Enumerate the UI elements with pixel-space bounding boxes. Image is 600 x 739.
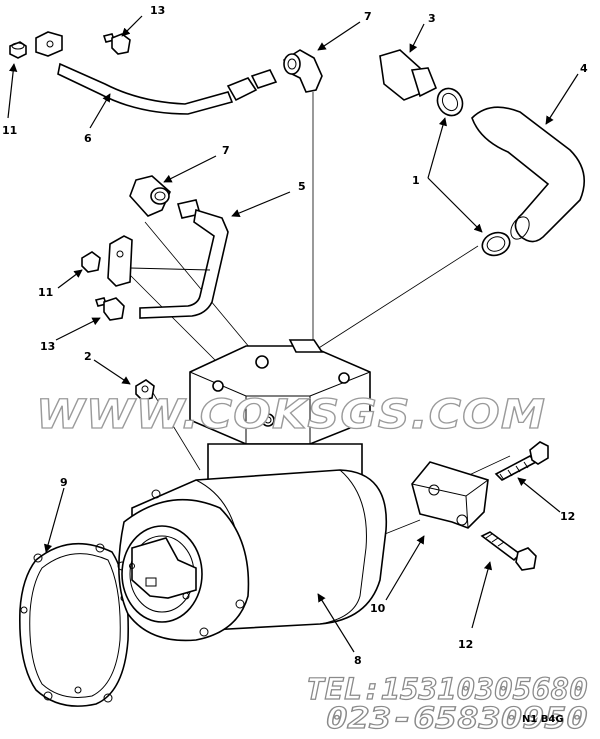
bolt-part-13-lower — [94, 297, 125, 321]
callout-13-upper: 13 — [150, 4, 165, 17]
bolt-part-12-lower — [480, 531, 537, 571]
callout-13-lower: 13 — [40, 340, 55, 353]
callout-12-upper: 12 — [560, 510, 575, 523]
figure-code: N1 B4G — [522, 714, 564, 725]
fitting-part-2 — [135, 379, 155, 401]
callout-5: 5 — [298, 180, 306, 193]
hose-clamp-part-1-upper — [436, 87, 464, 117]
air-compressor-part-8 — [117, 339, 388, 642]
callout-labels: 13 7 3 4 1 7 5 6 11 11 13 2 9 8 10 12 12 — [2, 4, 588, 667]
cap-part-11-upper — [9, 41, 27, 59]
cap-part-11-lower — [81, 251, 101, 273]
callout-7-upper: 7 — [364, 10, 372, 23]
connector-part-3 — [379, 49, 438, 101]
bracket-part-10 — [411, 461, 489, 529]
hose-part-4 — [471, 106, 586, 243]
callout-11-upper: 11 — [2, 124, 17, 137]
callout-7-lower: 7 — [222, 144, 230, 157]
callout-8: 8 — [354, 654, 362, 667]
callout-3: 3 — [428, 12, 436, 25]
callout-9: 9 — [60, 476, 68, 489]
callout-11-lower: 11 — [38, 286, 53, 299]
contact-phone: 023-65830950 — [326, 701, 588, 735]
oil-return-tube-part-5 — [107, 199, 229, 319]
contact-tel: TEL:15310305680 — [306, 672, 588, 706]
callout-12-lower: 12 — [458, 638, 473, 651]
callout-2: 2 — [84, 350, 92, 363]
bolt-part-13-upper — [102, 33, 131, 55]
callout-10: 10 — [370, 602, 386, 615]
watermark-text: WWW.COKSGS.COM — [36, 392, 546, 438]
elbow-fitting-part-7-lower — [129, 175, 171, 217]
hose-clamp-part-1-lower — [481, 231, 511, 257]
callout-arrows — [7, 15, 579, 653]
gasket-part-9 — [19, 542, 129, 707]
callout-6: 6 — [84, 132, 92, 145]
callout-1: 1 — [412, 174, 420, 187]
oil-supply-tube-part-6 — [35, 31, 278, 115]
callout-4: 4 — [580, 62, 588, 75]
bolt-part-12-upper — [494, 441, 549, 481]
elbow-fitting-part-7-upper — [283, 49, 323, 93]
